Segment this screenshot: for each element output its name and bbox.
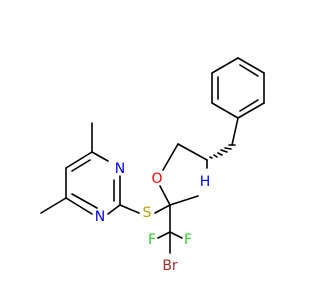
structure-canvas: N N S O H F F Br <box>40 57 265 274</box>
methyl-bond <box>40 197 67 214</box>
atom-n-bottom: N <box>95 209 105 225</box>
atom-fluorine-left: F <box>148 232 156 248</box>
atom-oxygen: O <box>151 171 162 187</box>
bond <box>162 143 179 171</box>
benzene-ring <box>211 57 265 119</box>
atom-nh: H <box>200 174 211 190</box>
bond <box>154 204 171 214</box>
double-bond-inner <box>71 193 98 209</box>
bond <box>169 195 199 206</box>
bond <box>107 204 121 215</box>
pyrimidine-ring <box>65 151 121 215</box>
bond <box>159 185 171 206</box>
bond <box>211 57 239 74</box>
atom-sulfur: S <box>143 205 152 221</box>
atom-bromine: Br <box>162 258 178 274</box>
bond <box>231 117 239 146</box>
double-bond-inner <box>239 64 259 77</box>
hashed-wedge-bond <box>209 144 236 159</box>
oxazolidine-ring <box>159 143 208 206</box>
bond <box>237 102 265 119</box>
double-bond-inner <box>71 159 91 172</box>
bond <box>169 231 183 239</box>
bond <box>157 231 171 239</box>
bond <box>65 151 93 169</box>
double-bond-inner <box>239 99 259 112</box>
atom-n-top: N <box>115 161 125 177</box>
bond <box>237 57 265 74</box>
molecule-diagram: N N S O H F F Br <box>40 57 265 274</box>
bond <box>211 102 239 119</box>
atom-fluorine-right: F <box>184 232 192 248</box>
bond <box>119 204 140 214</box>
bond <box>177 143 208 161</box>
bond <box>91 151 109 162</box>
bond <box>65 197 93 215</box>
